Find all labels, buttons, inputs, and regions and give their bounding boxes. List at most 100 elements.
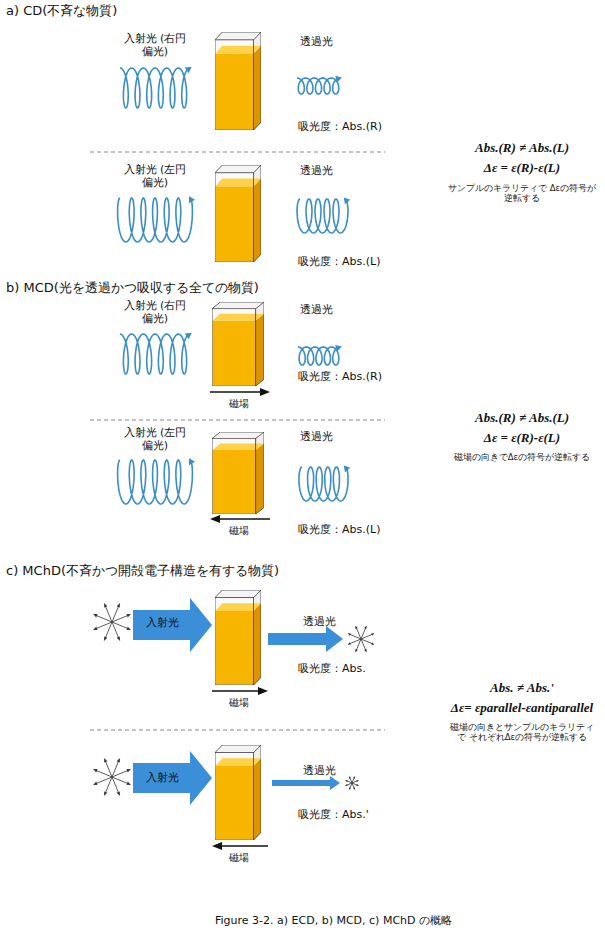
unpolarized-ray xyxy=(104,604,112,623)
equation: Abs. ≠ Abs.' xyxy=(490,680,554,696)
light-label: 吸光度：Abs.(R) xyxy=(298,120,382,133)
equation: Δε = ε(R)-ε(L) xyxy=(484,160,560,176)
ray-arrowhead xyxy=(346,784,348,786)
unpolarized-ray xyxy=(352,780,359,783)
ray-arrowhead xyxy=(371,633,374,635)
ray-arrowhead xyxy=(353,777,355,779)
circular-polarization xyxy=(120,334,190,374)
ray-arrowhead xyxy=(94,614,98,617)
panel-heading: b) MCD(光を透過かつ吸収する全ての物質) xyxy=(6,280,259,296)
rotation-arrowhead xyxy=(189,196,195,203)
unpolarized-ray xyxy=(361,634,374,639)
light-label: 透過光 xyxy=(300,164,333,177)
sample-cuvette xyxy=(215,590,261,685)
sample-cuvette xyxy=(212,302,264,386)
ray-arrowhead xyxy=(117,759,120,763)
panel-heading: a) CD(不斉な物質) xyxy=(6,3,117,19)
unpolarized-ray xyxy=(112,614,131,622)
equation: Abs.(R) ≠ Abs.(L) xyxy=(475,140,569,156)
light-label: 入射光 (左円偏光) xyxy=(119,426,191,452)
unpolarized-ray xyxy=(104,759,112,778)
ray-arrowhead xyxy=(355,626,357,629)
ray-arrowhead xyxy=(94,769,98,772)
unpolarized-ray xyxy=(112,777,120,796)
unpolarized-ray xyxy=(112,622,120,641)
light-label: 透過光 xyxy=(300,35,333,48)
rotation-arrowhead xyxy=(185,333,192,339)
field-label: 磁場 xyxy=(229,525,249,537)
ray-arrowhead xyxy=(348,633,351,635)
note-text: 磁場の向きでΔεの符号が逆転する xyxy=(447,452,597,462)
light-label: 透過光 xyxy=(300,430,333,443)
figure-caption: Figure 3-2. a) ECD, b) MCD, c) MChD の概略 xyxy=(215,914,452,927)
ray-arrowhead xyxy=(104,637,107,641)
field-label: 磁場 xyxy=(229,398,249,410)
ray-arrowhead xyxy=(127,782,131,785)
circular-polarization xyxy=(299,467,348,501)
ray-arrowhead xyxy=(127,769,131,772)
ray-arrowhead xyxy=(104,759,107,763)
note-text: 磁場の向きとサンプルのキラリティで それぞれΔεの符号が逆転する xyxy=(447,722,597,742)
light-label: 透過光 xyxy=(303,615,336,628)
circular-polarization xyxy=(118,460,193,504)
ray-arrowhead xyxy=(127,614,131,617)
light-label: 吸光度：Abs. xyxy=(298,662,366,675)
sample-cuvette xyxy=(215,165,261,262)
ray-arrowhead xyxy=(94,782,98,785)
light-label: 透過光 xyxy=(300,303,333,316)
unpolarized-ray xyxy=(352,783,355,790)
unpolarized-ray xyxy=(349,777,352,784)
equation: Abs.(R) ≠ Abs.(L) xyxy=(475,410,569,426)
ray-arrowhead xyxy=(349,777,351,779)
circular-polarization xyxy=(297,78,340,94)
rotation-arrowhead xyxy=(344,466,351,473)
field-arrow xyxy=(210,388,270,850)
equation: Δε= εparallel-εantiparallel xyxy=(451,700,593,716)
ray-arrowhead xyxy=(117,604,120,608)
ray-arrowhead xyxy=(364,626,366,629)
ray-arrowhead xyxy=(371,642,374,644)
light-label: 透過光 xyxy=(303,764,336,777)
ray-arrowhead xyxy=(94,627,98,630)
ray-arrowhead xyxy=(127,627,131,630)
light-label: 入射光 xyxy=(146,616,179,629)
note-text: サンプルのキラリティで Δεの符号が逆転する xyxy=(447,183,597,203)
rotation-arrowhead xyxy=(344,198,351,205)
sample-cuvette xyxy=(215,745,261,840)
light-label: 入射光 (左円偏光) xyxy=(119,163,191,189)
unpolarized-ray xyxy=(94,777,113,785)
ray-arrowhead xyxy=(364,649,366,652)
separator-line xyxy=(90,152,385,730)
field-label: 磁場 xyxy=(229,697,249,709)
circular-polarization xyxy=(297,199,348,233)
rotation-arrowhead xyxy=(185,67,192,73)
sample-cuvette xyxy=(215,32,261,130)
rotation-arrowhead xyxy=(189,458,195,465)
ray-arrowhead xyxy=(356,780,358,782)
ray-arrowhead xyxy=(117,637,120,641)
rotation-arrowhead xyxy=(335,76,342,83)
unpolarized-ray xyxy=(361,639,366,652)
sample-cuvette xyxy=(212,432,264,514)
light-label: 入射光 (右円偏光) xyxy=(119,32,191,58)
light-label: 吸光度：Abs.(L) xyxy=(298,255,380,268)
light-label: 吸光度：Abs.(R) xyxy=(298,370,382,383)
unpolarized-ray xyxy=(348,639,361,644)
field-label: 磁場 xyxy=(229,852,249,864)
rotation-arrowhead xyxy=(335,345,342,352)
ray-arrowhead xyxy=(117,792,120,796)
circular-polarization xyxy=(118,198,193,242)
light-beam-arrow xyxy=(133,598,343,805)
ray-arrowhead xyxy=(348,642,351,644)
light-label: 入射光 (右円偏光) xyxy=(119,299,191,325)
ray-arrowhead xyxy=(104,604,107,608)
circular-polarization xyxy=(120,68,190,108)
circular-polarization xyxy=(298,347,340,365)
panel-heading: c) MChD(不斉かつ開殻電子構造を有する物質) xyxy=(6,563,279,579)
ray-arrowhead xyxy=(104,792,107,796)
ray-arrowhead xyxy=(355,649,357,652)
unpolarized-ray xyxy=(346,783,353,786)
equation: Δε = ε(R)-ε(L) xyxy=(484,430,560,446)
light-label: 入射光 xyxy=(146,771,179,784)
unpolarized-ray xyxy=(356,626,361,639)
